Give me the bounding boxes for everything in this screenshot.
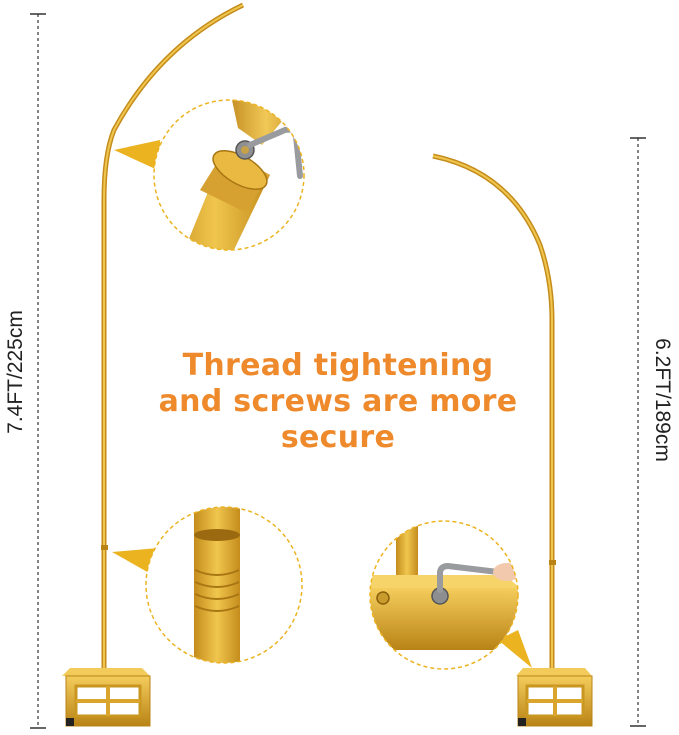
callout-pointer-right xyxy=(498,630,532,668)
detail-circle-thread xyxy=(145,506,303,664)
height-label-tall: 7.4FT/225cm xyxy=(4,310,27,434)
headline-line-1: Thread tightening xyxy=(182,348,494,383)
short-stand-base xyxy=(516,668,593,727)
headline: Thread tightening and screws are more se… xyxy=(118,348,558,456)
headline-line-3: secure xyxy=(280,420,396,455)
height-dimension-tall xyxy=(30,13,46,729)
height-label-short: 6.2FT/189cm xyxy=(651,338,674,462)
detail-circle-joint xyxy=(153,99,305,251)
height-dimension-short xyxy=(630,137,646,727)
detail-circle-base xyxy=(369,520,519,670)
headline-line-2: and screws are more xyxy=(158,384,518,419)
tall-stand-base xyxy=(62,668,151,727)
tall-stand xyxy=(62,2,245,727)
callout-pointer-bottom xyxy=(112,548,158,578)
callout-pointer-top xyxy=(114,140,162,172)
short-stand xyxy=(432,153,593,727)
